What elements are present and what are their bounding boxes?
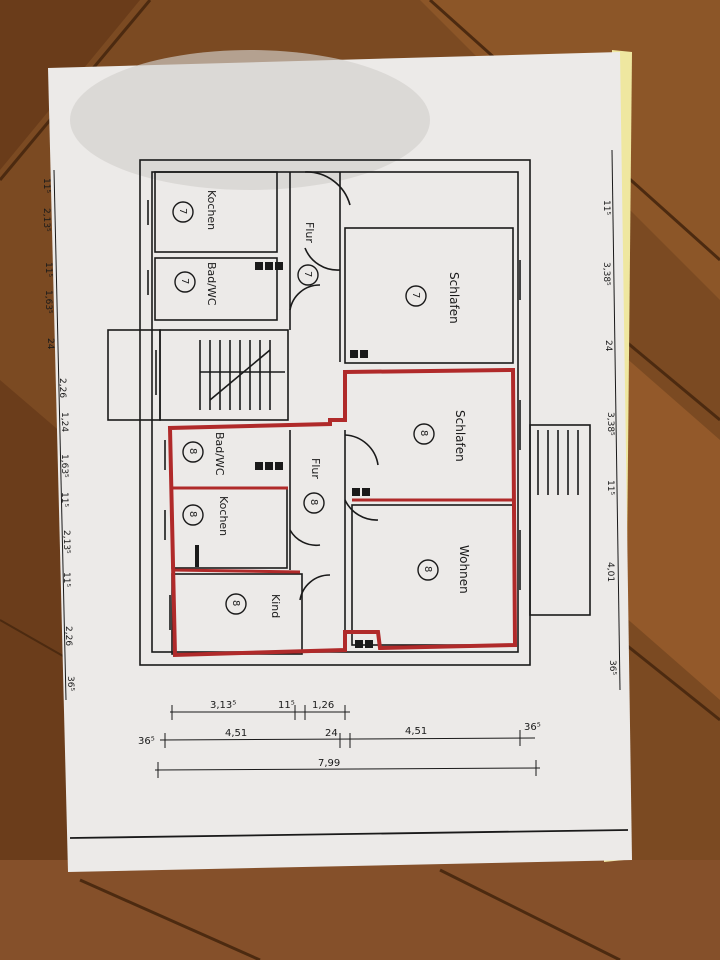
room-number-kochen-8: 8: [187, 511, 198, 517]
room-label-wohnen-8: Wohnen: [457, 545, 471, 594]
room-number-flur-7: 7: [302, 271, 313, 277]
dim-bottom-1-1: 11⁵: [278, 700, 295, 711]
dim-right-2: 24: [603, 340, 613, 352]
room-label-bad-7: Bad/WC: [205, 262, 218, 306]
room-label-schlafen-7: Schlafen: [447, 272, 461, 324]
dim-bottom-2-2: 24: [325, 728, 338, 739]
dim-left-7: 1,63⁵: [59, 454, 69, 478]
highlighted-apartment-outline: [167, 367, 518, 658]
dim-left-6: 1,24: [59, 412, 69, 432]
dim-right-0: 11⁵: [601, 200, 611, 215]
dim-left-8: 11⁵: [59, 492, 69, 507]
dim-right-1: 3,38⁵: [601, 262, 611, 286]
dim-right-5: 4,01: [605, 562, 615, 582]
dim-right-4: 11⁵: [605, 480, 615, 495]
room-number-kochen-7: 7: [177, 208, 188, 214]
room-number-schlafen-8: 8: [418, 430, 429, 436]
dim-left-9: 2,13⁵: [61, 530, 71, 554]
dim-left-11: 2,26: [63, 626, 73, 646]
room-number-kind-8: 8: [230, 600, 241, 606]
room-label-kochen-8: Kochen: [217, 496, 230, 536]
room-label-kind-8: Kind: [269, 594, 282, 618]
dim-bottom-2-4: 36⁵: [524, 722, 541, 733]
dim-left-0: 11⁵: [41, 178, 51, 193]
dim-left-2: 11⁵: [43, 262, 53, 277]
dim-bottom-2-1: 4,51: [225, 728, 247, 739]
room-number-flur-8: 8: [308, 499, 319, 505]
dim-left-1: 2,13⁵: [41, 208, 51, 232]
room-label-kochen-7: Kochen: [205, 190, 218, 230]
dim-right-3: 3,38⁵: [605, 412, 615, 436]
room-number-bad-7: 7: [179, 278, 190, 284]
room-label-flur-8: Flur: [309, 458, 322, 479]
bottom-rule: [69, 829, 629, 839]
dim-left-3: 1,63⁵: [43, 290, 53, 314]
room-number-bad-8: 8: [187, 448, 198, 454]
room-label-schlafen-8: Schlafen: [453, 410, 467, 462]
dim-left-10: 11⁵: [61, 572, 71, 587]
room-number-schlafen-7: 7: [410, 292, 421, 298]
room-number-wohnen-8: 8: [422, 566, 433, 572]
dim-bottom-1-0: 3,13⁵: [210, 700, 236, 711]
paper-sheet: [48, 52, 632, 872]
dim-bottom-total: 7,99: [318, 758, 340, 769]
dim-left-12: 36⁵: [65, 676, 75, 691]
dim-right-6: 36⁵: [607, 660, 617, 675]
dim-left-5: 2,26: [57, 378, 67, 398]
dim-left-4: 24: [45, 338, 55, 350]
dim-bottom-2-3: 4,51: [405, 726, 427, 737]
room-label-flur-7: Flur: [303, 222, 316, 243]
room-label-bad-8: Bad/WC: [213, 432, 226, 476]
dim-bottom-2-0: 36⁵: [138, 736, 155, 747]
dim-bottom-1-2: 1,26: [312, 700, 334, 711]
